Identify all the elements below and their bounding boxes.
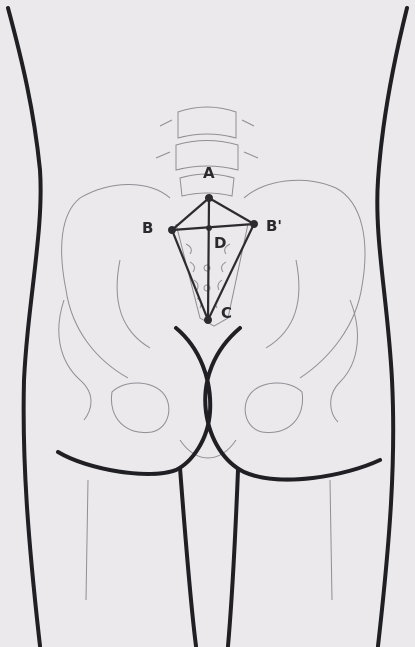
label-a: A (203, 166, 215, 181)
body-outline (8, 8, 407, 646)
line-b-c (172, 230, 208, 320)
pelvis-bones-sketch (59, 180, 365, 600)
point-c-marker (204, 316, 212, 324)
point-a-marker (205, 194, 213, 202)
point-b-prime-marker (250, 220, 258, 228)
line-b-b-prime (172, 224, 254, 230)
label-c: C (221, 306, 232, 321)
point-d-marker (206, 225, 212, 231)
line-a-b-prime (209, 198, 254, 224)
measurement-lines (172, 198, 254, 320)
label-b: B (142, 221, 153, 236)
line-a-c (208, 198, 209, 320)
point-b-marker (168, 226, 176, 234)
label-b-prime: B' (266, 219, 282, 234)
label-d: D (214, 236, 226, 251)
line-a-b (172, 198, 209, 230)
spine-vertebrae-sketch (156, 107, 258, 196)
point-markers (168, 194, 258, 324)
